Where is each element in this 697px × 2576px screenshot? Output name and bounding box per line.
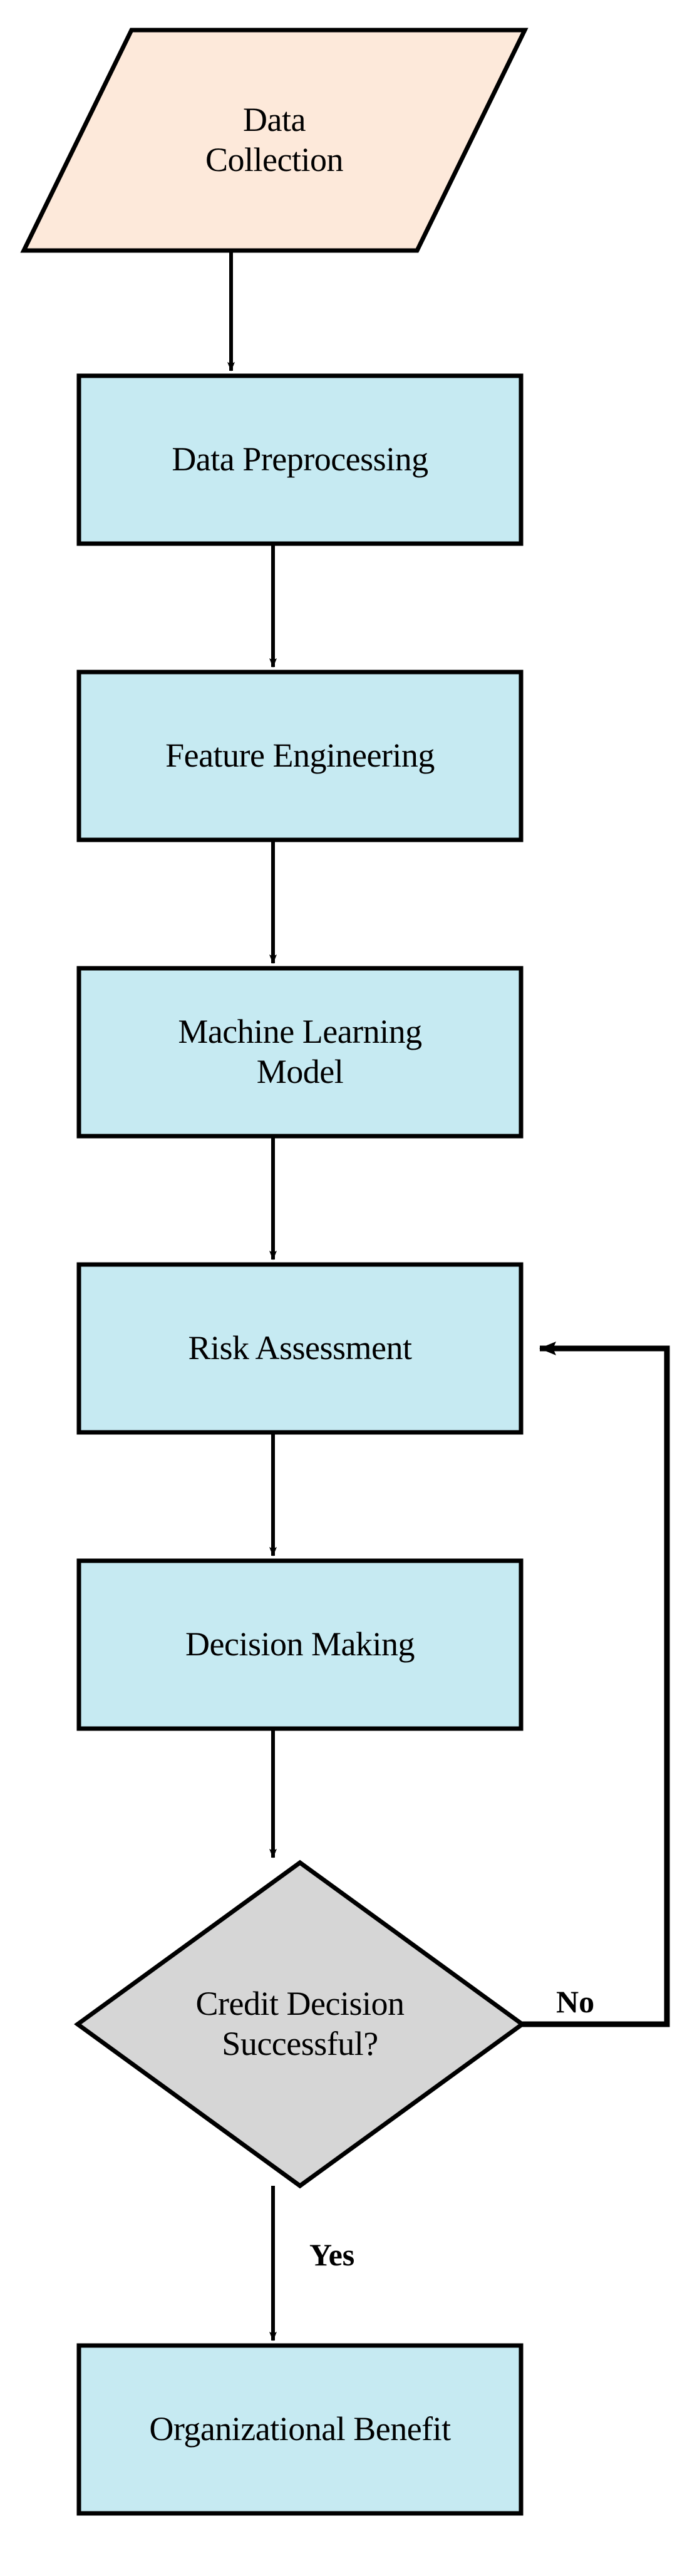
node-shape-decision-making[interactable] [76,1558,524,1731]
node-shape-risk-assessment[interactable] [76,1262,524,1435]
node-shape-organizational-benefit[interactable] [76,2343,524,2516]
node-shape-machine-learning-model[interactable] [76,966,524,1139]
node-shape-data-collection[interactable] [20,28,529,253]
node-shape-data-preprocessing[interactable] [76,373,524,546]
edge-credit-decision-successful-to-risk-assessment [522,1342,670,2027]
node-shape-feature-engineering[interactable] [76,670,524,842]
edge-label-no: No [556,1984,595,2019]
node-shape-credit-decision-successful[interactable] [74,1860,526,2189]
edge-label-yes: Yes [309,2237,355,2272]
